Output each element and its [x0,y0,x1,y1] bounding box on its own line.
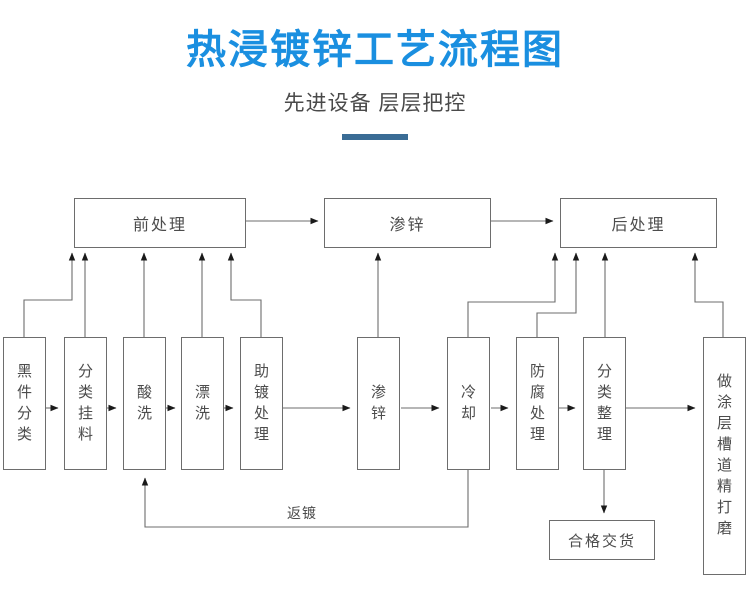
node-qualified-delivery-label: 合格交货 [567,533,636,550]
node-coating-grinding[interactable]: 做涂层槽道精打磨 [703,337,746,575]
node-qualified-delivery[interactable]: 合格交货 [549,520,655,560]
node-posttreatment[interactable]: 后处理 [560,198,717,248]
node-pickling-label: 酸洗 [136,384,152,422]
title-underline-rule [342,134,408,140]
node-pretreatment[interactable]: 前处理 [74,198,246,248]
node-rinsing[interactable]: 漂洗 [181,337,224,470]
node-pickling[interactable]: 酸洗 [123,337,166,470]
node-sorting-finishing[interactable]: 分类整理 [583,337,626,470]
node-sort-black-parts-label: 黑件分类 [16,363,32,443]
node-sort-and-hang-label: 分类挂料 [77,363,93,443]
node-posttreatment-label: 后处理 [611,217,666,234]
node-fluxing-label: 助镀处理 [253,363,269,443]
node-coating-grinding-label: 做涂层槽道精打磨 [716,374,732,537]
node-rinsing-label: 漂洗 [194,384,210,422]
page-subtitle: 先进设备 层层把控 [283,92,467,115]
edge-label-rework: 返镀 [287,507,317,522]
node-anticorrosion-label: 防腐处理 [529,363,545,443]
node-cooling-label: 冷却 [460,384,476,422]
node-sort-black-parts[interactable]: 黑件分类 [3,337,46,470]
node-galvanizing-label: 渗锌 [389,217,426,234]
node-galvanizing[interactable]: 渗锌 [324,198,491,248]
page-header: 热浸镀锌工艺流程图 先进设备 层层把控 [0,0,750,140]
node-cooling[interactable]: 冷却 [447,337,490,470]
node-zinc-dipping[interactable]: 渗锌 [357,337,400,470]
node-fluxing[interactable]: 助镀处理 [240,337,283,470]
page-title: 热浸镀锌工艺流程图 [186,28,564,72]
node-pretreatment-label: 前处理 [132,217,187,234]
node-sort-and-hang[interactable]: 分类挂料 [64,337,107,470]
node-anticorrosion[interactable]: 防腐处理 [516,337,559,470]
node-sorting-finishing-label: 分类整理 [596,363,612,443]
node-zinc-dipping-label: 渗锌 [370,384,386,422]
